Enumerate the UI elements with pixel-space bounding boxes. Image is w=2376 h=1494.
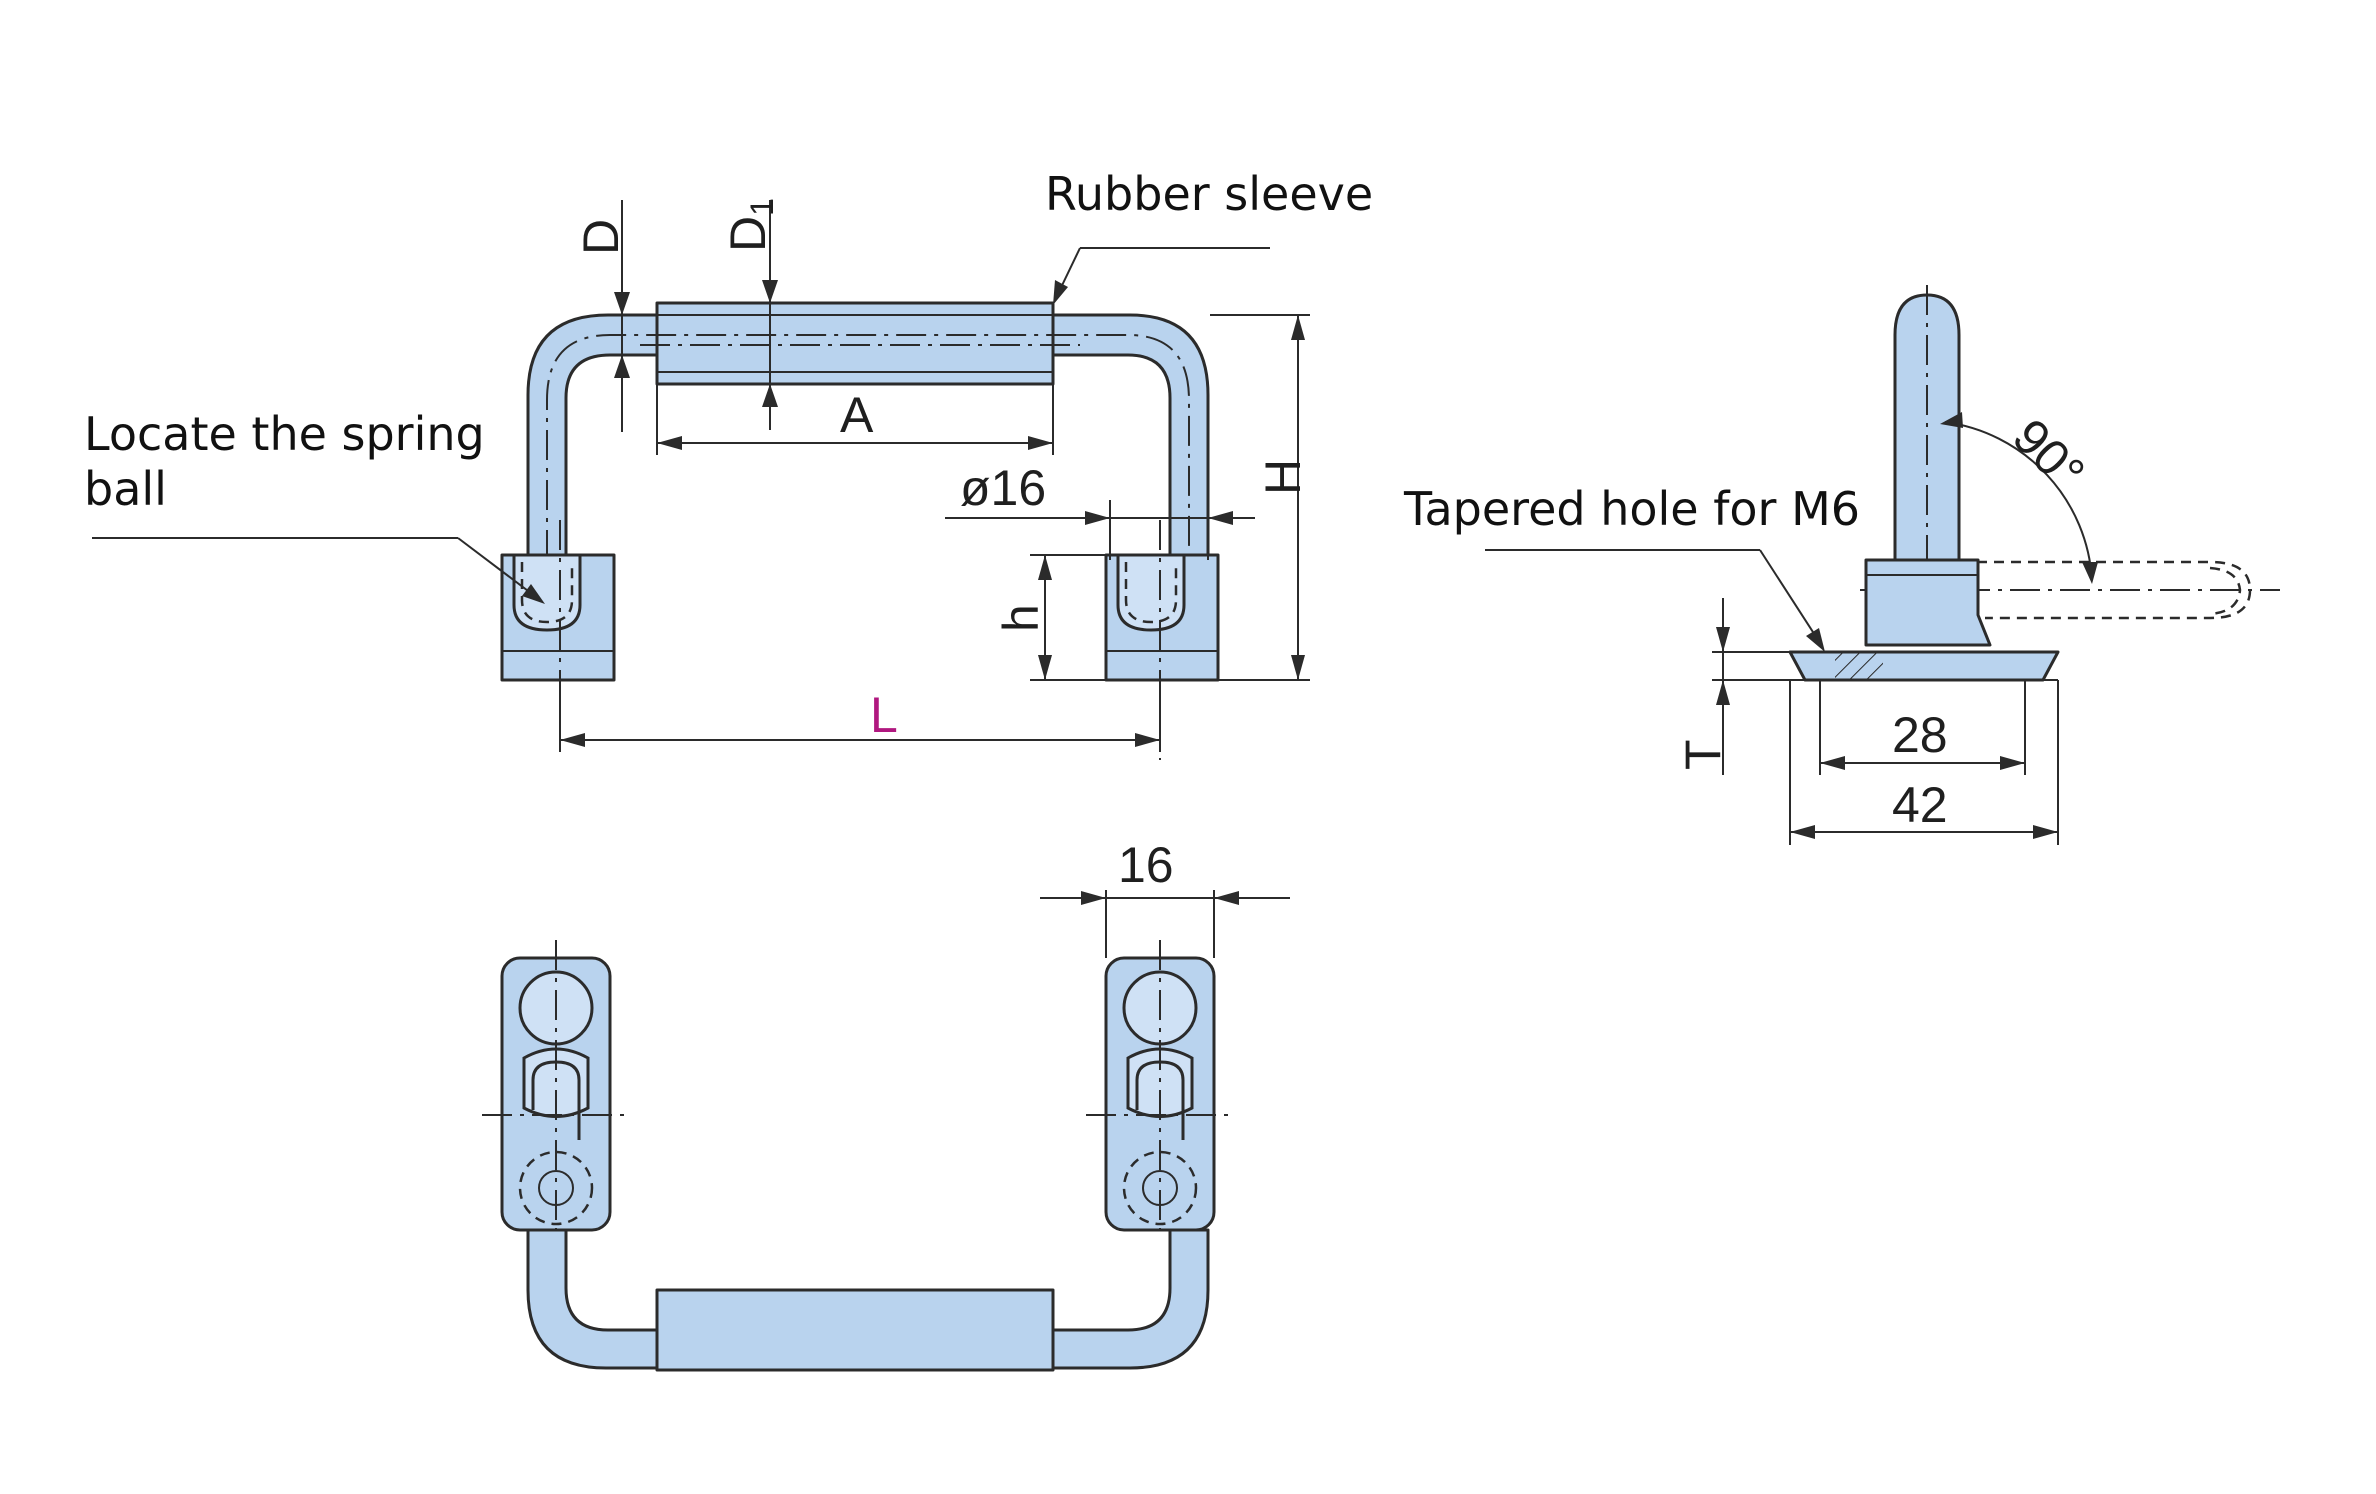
label-T: T: [1675, 739, 1731, 770]
tapered-hole-label: Tapered hole for M6: [1403, 482, 1860, 536]
spring-ball-label-line1: Locate the spring: [84, 407, 485, 461]
label-28: 28: [1892, 707, 1948, 763]
dim-h: h: [993, 554, 1106, 681]
dim-H: H: [1210, 314, 1311, 681]
dim-T: T: [1675, 598, 1790, 775]
dim-A: A: [656, 384, 1054, 455]
spring-ball-label-line2: ball: [84, 462, 167, 516]
side-view: [1788, 285, 2280, 682]
label-L: L: [870, 687, 898, 743]
top-view: [482, 940, 1234, 1372]
label-H: H: [1255, 459, 1311, 495]
tapered-hole-callout: Tapered hole for M6: [1403, 482, 1860, 652]
label-A: A: [840, 387, 874, 443]
dim-16: 16: [1040, 837, 1290, 958]
dim-D: D: [573, 200, 630, 432]
dim-L: L: [559, 680, 1161, 752]
dim-dia16: ø16: [945, 460, 1255, 560]
front-left-bracket: [500, 520, 616, 720]
label-D1-base: D: [720, 216, 776, 252]
label-D: D: [573, 219, 629, 255]
label-D1-sub: 1: [744, 198, 780, 216]
rubber-sleeve-callout: Rubber sleeve: [1045, 167, 1373, 305]
top-right-bracket: [1086, 940, 1234, 1232]
label-16: 16: [1118, 837, 1174, 893]
front-handle-rod: [526, 313, 1210, 562]
svg-text:D1: D1: [720, 198, 780, 252]
dim-D1: D1: [720, 198, 780, 430]
front-view: [500, 301, 1220, 760]
spring-ball-callout: Locate the spring ball: [84, 407, 545, 604]
front-rubber-sleeve: [655, 301, 1055, 386]
label-90deg: 90°: [2002, 408, 2095, 501]
label-42: 42: [1892, 777, 1948, 833]
front-right-bracket: [1104, 520, 1220, 760]
label-dia16: ø16: [960, 460, 1046, 516]
dim-28: 28: [1819, 680, 2026, 775]
label-h: h: [993, 604, 1049, 632]
rubber-sleeve-label: Rubber sleeve: [1045, 167, 1373, 221]
top-rubber-sleeve: [655, 1288, 1055, 1372]
dim-42: 42: [1789, 680, 2059, 845]
top-left-bracket: [482, 940, 630, 1232]
